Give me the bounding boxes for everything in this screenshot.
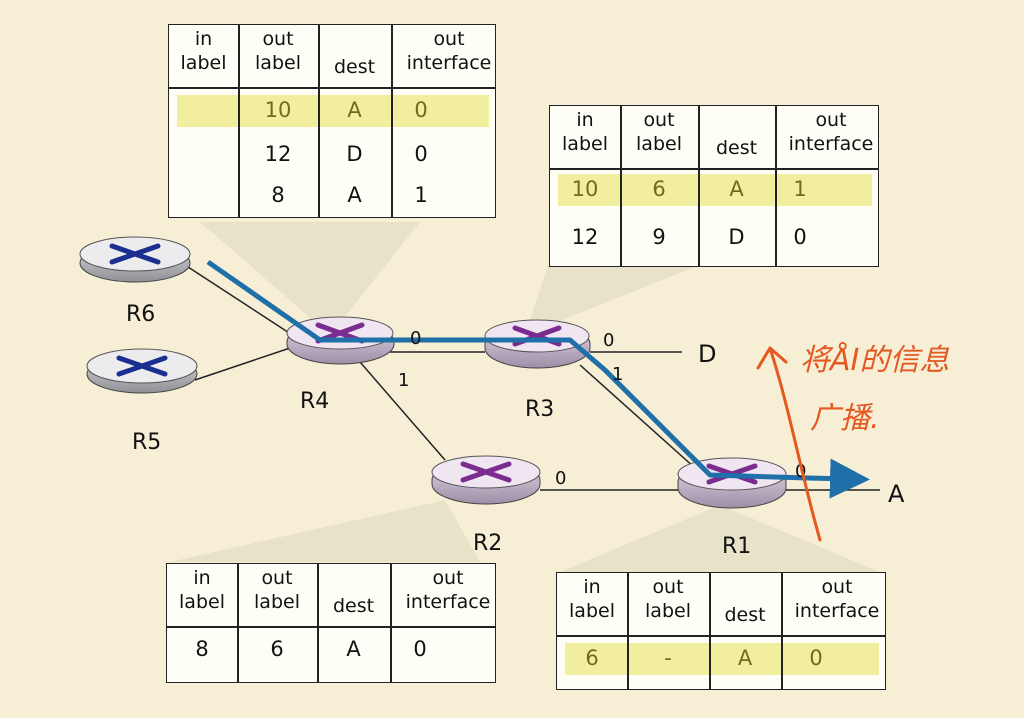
header-dest: dest [715,137,758,159]
header-label: label [636,133,682,155]
r3-table-callout [525,265,700,335]
header-out: out [262,28,294,50]
link-r4-r2 [359,361,446,461]
highlight-row [565,643,879,675]
table-row: 8 A 1 [271,183,428,207]
header-label: label [254,591,300,613]
header-interface: interface [794,600,880,622]
router-label-r2: R2 [473,531,502,556]
router-label-r4: R4 [300,389,329,414]
header-in: in [194,28,213,50]
table-row: 8 6 A 0 [195,637,427,661]
header-label: label [180,52,227,74]
header-interface: interface [405,591,491,613]
table-row: 6 - A 0 [585,646,823,670]
link-r5-r4 [194,347,291,381]
router-label-r5: R5 [132,430,161,455]
router-r6 [79,236,191,283]
highlight-row [177,95,489,127]
header-label: label [179,591,225,613]
router-label-r1: R1 [722,534,751,559]
r1-table-callout [560,505,880,572]
header-out: out [261,567,293,589]
iface-r2-0: 0 [555,468,566,489]
link-r6-r4 [184,264,301,341]
header-out: out [433,28,465,50]
iface-r1-0: 0 [795,461,806,482]
header-out: out [821,576,853,598]
table-row: 12 9 D 0 [571,225,807,249]
r2-table-callout [170,500,480,562]
destination-a: A [888,480,905,508]
iface-r4-1: 1 [398,370,409,391]
header-out: out [815,109,847,131]
header-label: label [645,600,691,622]
annotation-line-1: 将ÅI的信息 [800,342,949,378]
header-label: label [255,52,301,74]
link-r3-r1 [579,364,696,469]
router-r3 [484,319,591,369]
router-label-r6: R6 [126,302,155,327]
header-out: out [432,567,464,589]
header-in: in [193,567,211,589]
iface-r3-0: 0 [603,330,614,351]
header-label: label [569,600,615,622]
header-dest: dest [724,604,766,626]
header-in: in [576,109,594,131]
header-dest: dest [332,595,375,617]
header-interface: interface [406,52,492,74]
router-r5 [86,348,198,394]
r4-table-callout [200,222,420,335]
router-r2 [431,455,541,505]
iface-r3-1: 1 [612,364,623,385]
handwritten-annotation: 将ÅI的信息 广播. [756,342,949,542]
header-label: label [562,133,608,155]
router-label-r3: R3 [525,397,554,422]
header-dest: dest [333,56,376,78]
header-interface: interface [788,133,874,155]
iface-r4-0: 0 [410,328,421,349]
router-x-icon [116,355,168,377]
router-r1 [677,457,787,509]
lsp-path-arrow [807,458,870,499]
table-row: 10 A 0 [264,98,428,122]
header-in: in [583,576,601,598]
annotation-line-2: 广播. [810,401,880,436]
table-row: 12 D 0 [264,142,428,166]
table-row: 10 6 A 1 [571,177,807,201]
lsp-path [206,259,809,481]
header-out: out [652,576,684,598]
annotation-arrow [756,346,822,542]
highlight-row [558,174,872,206]
router-x-icon [460,461,512,483]
router-x-icon [109,243,161,265]
header-out: out [643,109,675,131]
destination-d: D [698,340,716,368]
